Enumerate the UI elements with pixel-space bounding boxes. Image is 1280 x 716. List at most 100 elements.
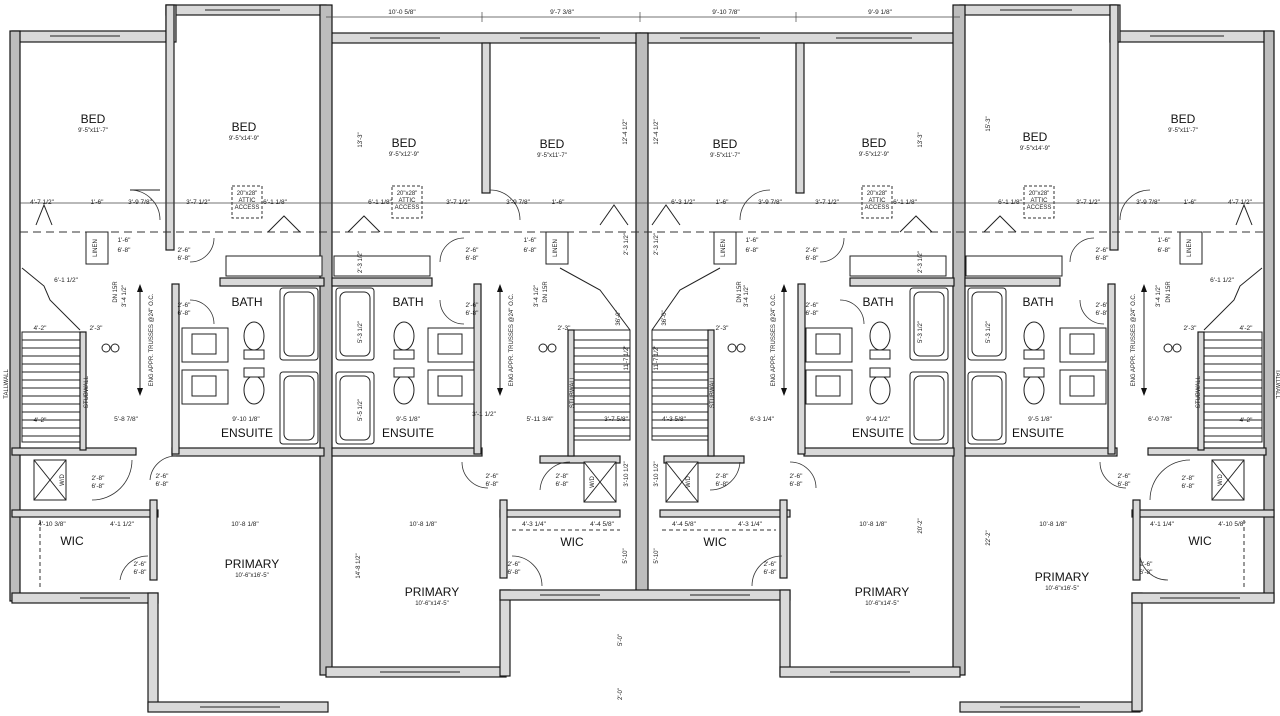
stubwall-label: STUBWALL [1196,375,1202,408]
room-label-primary: PRIMARY [225,557,279,571]
attic-size: 20"x28" [1029,191,1050,197]
dim-label-vertical: 2'-3 1/2" [918,251,924,273]
door-height: 6'-8" [806,255,820,262]
door-height: 6'-8" [134,569,148,576]
tallwall-label: TALLWALL [4,369,10,399]
door-height: 6'-8" [118,247,132,254]
door-width: 2'-8" [1182,475,1196,482]
dim-label: 6'-3 1/4" [750,416,774,423]
room-label-bed: BED [392,136,417,150]
dim-label: 4'-7 1/2" [1228,199,1252,206]
room-size: 10'-6"x16'-5" [235,573,269,579]
attic-access: ACCESS [1027,205,1052,211]
stair-direction: DN 15R [543,281,549,303]
room-size: 10'-6"x16'-5" [1045,586,1079,592]
door-width: 1'-6" [1158,237,1172,244]
door-height: 6'-8" [156,481,170,488]
wic-shelving [39,520,1245,590]
attic-label: ATTIC [1031,198,1049,204]
dim-label: 4'-10 3/8" [38,521,66,528]
room-label-bath: BATH [392,295,423,309]
dim-label-vertical: 5'-3 1/2" [986,321,992,343]
room-label-ensuite: ENSUITE [852,426,904,440]
dim-label-vertical: 36'-0" [662,310,668,325]
attic-size: 20"x28" [237,191,258,197]
room-label-primary: PRIMARY [855,585,909,599]
dim-label: 6'-1 1/8" [263,199,287,206]
dim-label-vertical: 12'-4 1/2" [623,119,629,144]
attic-access: ACCESS [865,205,890,211]
stairs [21,267,1263,443]
dim-label: 3'-9 7/8" [758,199,782,206]
dim-label: 5'-8 7/8" [114,416,138,423]
dim-label: 2'-3" [558,325,572,332]
room-size: 10'-6"x14'-5" [415,601,449,607]
attic-access: ACCESS [235,205,260,211]
dim-label: 3'-7 1/2" [446,199,470,206]
dim-label: 1'-6" [552,199,566,206]
dim-label-vertical: 3'-4 1/2" [1156,285,1162,307]
dim-label: 10'-8 1/8" [409,521,437,528]
dim-label-vertical: 5'-10" [623,548,629,563]
room-size: 9'-5"x12'-9" [859,152,889,158]
door-height: 6'-8" [806,310,820,317]
dim-label: 1'-6" [91,199,105,206]
bifold-doors [35,203,1253,233]
dim-label-vertical: 2'-3 1/2" [654,233,660,255]
room-size: 9'-5"x14'-9" [1020,146,1050,152]
dim-label: 10'-8 1/8" [859,521,887,528]
door-width: 2'-6" [486,473,500,480]
door-width: 2'-8" [92,475,106,482]
dim-label: 9'-4 1/2" [866,416,890,423]
dim-label: 3'-7 1/2" [815,199,839,206]
windows [50,9,1240,708]
dim-label-vertical: 3'-4 1/2" [534,285,540,307]
ceiling-break-line [20,202,1264,233]
door-width: 2'-8" [556,473,570,480]
dim-label: 9'-5 1/8" [396,416,420,423]
dim-label: 3'-9 7/8" [1136,199,1160,206]
dim-label-vertical: 14'-8 1/2" [356,553,362,578]
dim-label-vertical: 3'-10 1/2" [624,461,630,486]
dim-label: 4'-2" [34,325,48,332]
dim-label-vertical: 2'-3 1/2" [358,251,364,273]
room-label-bed: BED [1023,130,1048,144]
dim-label: 1'-6" [1184,199,1198,206]
door-width: 1'-6" [746,237,760,244]
linen-label: LINEN [1187,239,1193,257]
dim-label: 4'-3 5/8" [662,416,686,423]
dim-label-vertical: 13'-3" [918,132,924,147]
dim-label-vertical: 3'-4 1/2" [122,285,128,307]
door-width: 2'-6" [134,561,148,568]
laundry-label: W/D [60,474,66,486]
dim-label: 6'-0 7/8" [1148,416,1172,423]
door-width: 2'-6" [764,561,778,568]
stair-direction: DN 15R [1166,281,1172,303]
dim-label: 4'-4 5/8" [672,521,696,528]
door-height: 6'-8" [486,481,500,488]
dim-label-vertical: 3'-10 1/2" [654,461,660,486]
dim-label: 10'-8 1/8" [231,521,259,528]
laundry-label: W/D [590,476,596,488]
room-size: 9'-5"x11'-7" [537,153,567,159]
room-size: 9'-5"x14'-9" [229,136,259,142]
dim-label-vertical: 2'-0" [618,688,624,700]
linen-label: LINEN [721,239,727,257]
dim-label: 6'-1 1/8" [998,199,1022,206]
dim-top-3: 9'-10 7/8" [712,9,740,16]
door-width: 2'-6" [790,473,804,480]
dim-label: 3'-7 1/2" [186,199,210,206]
dim-label: 2'-3" [1184,325,1198,332]
truss-note: ENG APPR. TRUSSES @24" O.C. [149,293,155,386]
dim-label: 6'-1 1/2" [54,277,78,284]
dim-label: 4'-7 1/2" [30,199,54,206]
door-width: 2'-6" [508,561,522,568]
door-height: 6'-8" [1182,483,1196,490]
dim-label-vertical: 20'-2" [918,518,924,533]
dim-label: 3'-9 7/8" [128,199,152,206]
door-height: 6'-8" [178,255,192,262]
door-width: 2'-8" [716,473,730,480]
truss-note: ENG APPR. TRUSSES @24" O.C. [1131,293,1137,386]
dim-label-vertical: 2'-3 1/2" [624,233,630,255]
attic-size: 20"x28" [867,191,888,197]
